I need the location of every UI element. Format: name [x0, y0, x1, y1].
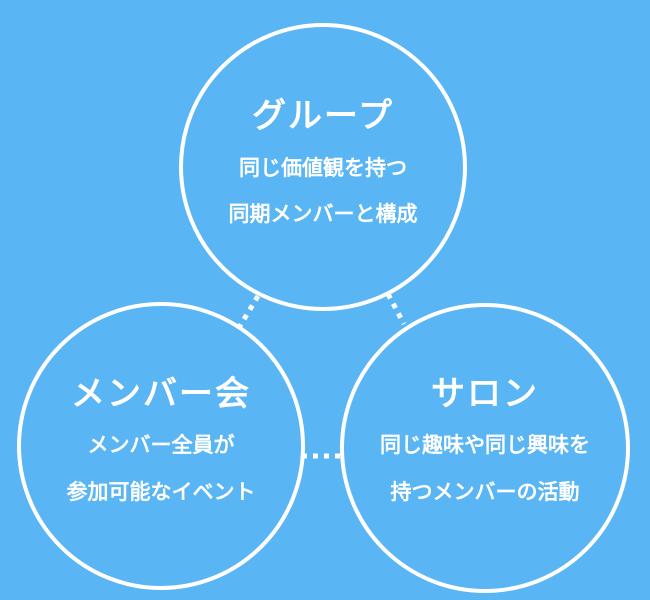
circle-group-line-2: 同期メンバーと構成: [229, 202, 418, 226]
connector-group-to-member-event: [237, 294, 261, 328]
circle-group-line-1: 同じ価値観を持つ: [239, 156, 407, 180]
circle-group-title: グループ: [252, 96, 394, 136]
circle-group-ring: [179, 23, 467, 311]
circle-salon-ring: [340, 303, 630, 593]
connector-group-to-salon: [385, 292, 407, 326]
circle-salon-line-1: 同じ趣味や同じ興味を: [380, 433, 590, 457]
circle-member-event-title: メンバー会: [71, 374, 251, 414]
circle-member-event: メンバー会 メンバー全員が 参加可能なイベント: [17, 302, 305, 590]
circle-member-event-ring: [17, 302, 305, 590]
circle-salon-title: サロン: [431, 374, 539, 414]
circle-group: グループ 同じ価値観を持つ 同期メンバーと構成: [179, 23, 467, 311]
circle-salon: サロン 同じ趣味や同じ興味を 持つメンバーの活動: [340, 303, 630, 593]
circle-salon-line-2: 持つメンバーの活動: [391, 480, 580, 504]
circle-member-event-line-2: 参加可能なイベント: [67, 480, 256, 504]
circle-member-event-line-1: メンバー全員が: [88, 433, 235, 457]
